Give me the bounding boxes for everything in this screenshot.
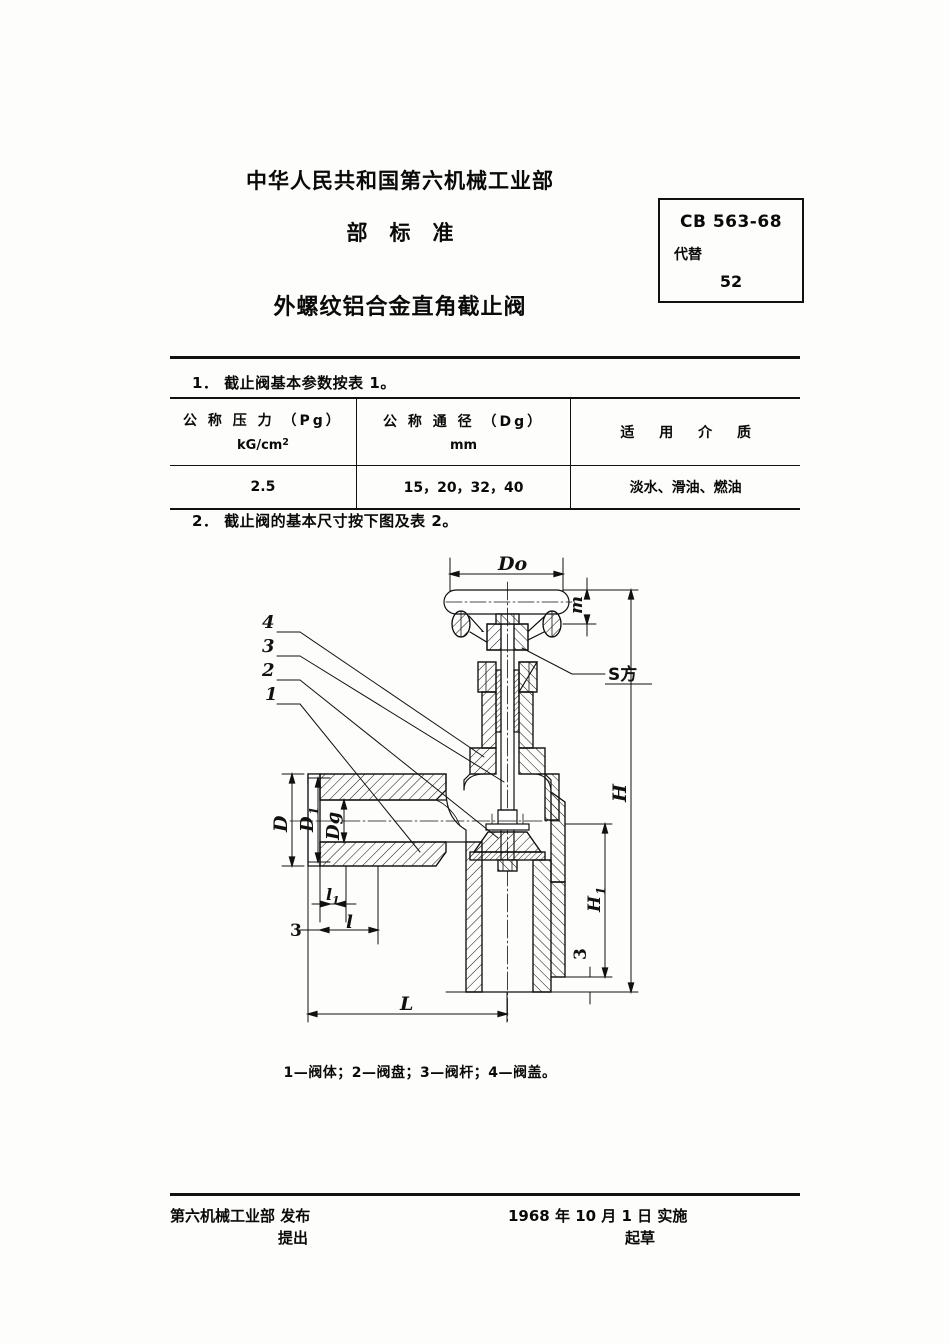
valve-assembly-drawing: Do m S方 H H 1 3 D D 1 Dg l 1 l 3 L 4 3 2… [260,552,690,1072]
table-header-row: 公 称 压 力 （Pg） kG/cm2 公 称 通 径 （Dg） mm 适 用 … [170,398,800,466]
issuing-organization: 中华人民共和国第六机械工业部 [246,169,554,193]
column-unit-bore: mm [450,438,478,453]
cell-medium-value: 淡水、滑油、燃油 [570,465,800,509]
replaces-value: 52 [719,272,743,291]
part-callout-3: 3 [262,636,275,657]
footer-drafter: 起草 [625,1229,656,1247]
dimension-label-m: m [567,596,587,614]
dimension-label-lfc: L [399,993,413,1015]
dimension-label-h1: H [585,895,605,913]
part-callout-4: 4 [262,612,275,633]
column-title-pressure: 公 称 压 力 （Pg） [183,413,343,430]
dimension-label-d1: D [297,816,318,833]
column-unit-pressure: kG/cm2 [237,437,289,454]
header-divider-rule [170,356,800,359]
dimension-label-do: Do [497,553,527,575]
dimension-label-s-square: S方 [608,664,637,685]
page-title: 外螺纹铝合金直角截止阀 [273,295,527,320]
dimension-label-l: l [346,912,353,933]
standard-number-box: CB 563-68 代替 52 [658,198,804,303]
column-title-bore: 公 称 通 径 （Dg） [383,414,545,430]
svg-text:1: 1 [307,807,321,815]
dimension-label-wall-left: 3 [290,921,302,941]
footer-effective-date: 1968 年 10 月 1 日 实施 [508,1207,688,1225]
document-header: 中华人民共和国第六机械工业部 部标准 外螺纹铝合金直角截止阀 [170,165,630,321]
drawing-caption-container: 1—阀体；2—阀盘；3—阀杆；4—阀盖。 [0,1062,950,1082]
cell-pressure-value: 2.5 [250,479,276,495]
svg-text:1: 1 [594,887,608,895]
clause-1-text: 1． 截止阀基本参数按表 1。 [192,374,396,392]
standard-number: CB 563-68 [679,212,783,232]
drawing-caption: 1—阀体；2—阀盘；3—阀杆；4—阀盖。 [283,1065,557,1081]
dimension-label-d: D [270,815,292,833]
part-callout-1: 1 [265,684,278,705]
table-header-cell-bore: 公 称 通 径 （Dg） mm [355,398,571,466]
document-footer: 第六机械工业部 发布 提出 1968 年 10 月 1 日 实施 起草 [170,1201,800,1261]
standard-type-label: 部标准 [346,221,476,245]
dimension-label-l1: l [326,885,332,904]
column-title-medium: 适 用 介 质 [620,425,761,441]
table-header-cell-medium: 适 用 介 质 [570,398,800,466]
footer-divider-rule [170,1193,800,1196]
parameter-table: 公 称 压 力 （Pg） kG/cm2 公 称 通 径 （Dg） mm 适 用 … [170,397,800,510]
svg-text:1: 1 [332,894,340,907]
dimension-label-h: H [609,783,631,803]
footer-proposer: 提出 [278,1229,309,1247]
table-header-cell-pressure: 公 称 压 力 （Pg） kG/cm2 [170,398,357,466]
dimension-label-wall-bottom: 3 [571,948,591,960]
footer-issuer: 第六机械工业部 发布 [170,1207,311,1225]
clause-2-text: 2． 截止阀的基本尺寸按下图及表 2。 [192,512,458,530]
replaces-label: 代替 [674,247,702,263]
dimension-label-dg: Dg [323,812,344,841]
table-row: 2.5 15，20，32，40 淡水、滑油、燃油 [170,465,800,509]
cell-bore-value: 15，20，32，40 [355,465,571,509]
part-callout-2: 2 [261,660,275,681]
